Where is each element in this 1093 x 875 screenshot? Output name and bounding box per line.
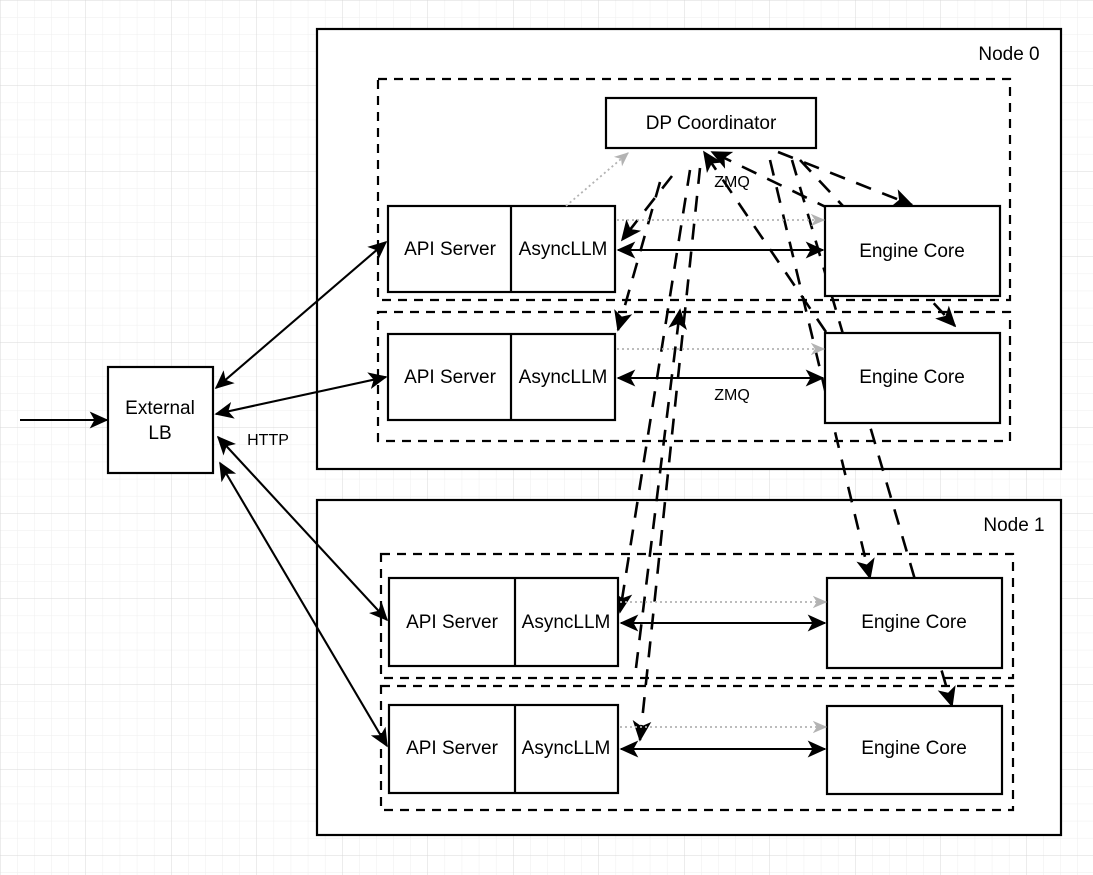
api-server-label: API Server	[404, 367, 497, 388]
api-server-label: API Server	[406, 612, 499, 633]
node-0-label: Node 0	[978, 44, 1039, 65]
lb-to-api-server-0	[214, 240, 388, 390]
async-llm-label: AsyncLLM	[519, 367, 608, 388]
zmq-label-second: ZMQ	[714, 387, 750, 404]
dp-coordinator-box[interactable]: DP Coordinator	[604, 96, 818, 150]
engine-core-label: Engine Core	[861, 612, 967, 633]
node-1-label: Node 1	[983, 515, 1044, 536]
async-llm-label: AsyncLLM	[519, 239, 608, 260]
lb-to-api-server-3	[219, 461, 388, 748]
node-1-engine-group-1	[379, 552, 1015, 680]
node-0-row-1-engine-core-box[interactable]: Engine Core	[823, 204, 1002, 298]
node-0-row-1-api-server-box[interactable]: API Server AsyncLLM	[386, 204, 617, 294]
api-server-label: API Server	[406, 738, 499, 759]
zmq-label-top: ZMQ	[714, 174, 750, 191]
node-1-row-1-engine-core-box[interactable]: Engine Core	[825, 576, 1004, 670]
async-llm-to-coordinator-dotted-0	[565, 152, 629, 207]
dp-coordinator-label: DP Coordinator	[646, 113, 777, 134]
external-lb-box[interactable]: External LB	[106, 365, 215, 475]
engine-core-label: Engine Core	[859, 367, 965, 388]
external-lb-label-line2: LB	[148, 423, 171, 444]
async-llm-label: AsyncLLM	[522, 738, 611, 759]
engine-core-label: Engine Core	[861, 738, 967, 759]
engine-core-label: Engine Core	[859, 241, 965, 262]
node-0-engine-group-1	[376, 77, 1012, 302]
external-lb-label-line1: External	[125, 398, 195, 419]
async-llm-label: AsyncLLM	[522, 612, 611, 633]
http-label: HTTP	[247, 432, 289, 449]
node-1-row-2-api-server-box[interactable]: API Server AsyncLLM	[387, 703, 620, 795]
node-1-row-1-api-server-box[interactable]: API Server AsyncLLM	[387, 576, 620, 668]
node-1-row-2-engine-core-box[interactable]: Engine Core	[825, 704, 1004, 796]
node-1-engine-group-2	[379, 684, 1015, 812]
api-server-label: API Server	[404, 239, 497, 260]
node-0-row-2-api-server-box[interactable]: API Server AsyncLLM	[386, 332, 617, 422]
node-0-row-2-engine-core-box[interactable]: Engine Core	[823, 331, 1002, 425]
lb-to-api-server-1	[214, 372, 388, 419]
